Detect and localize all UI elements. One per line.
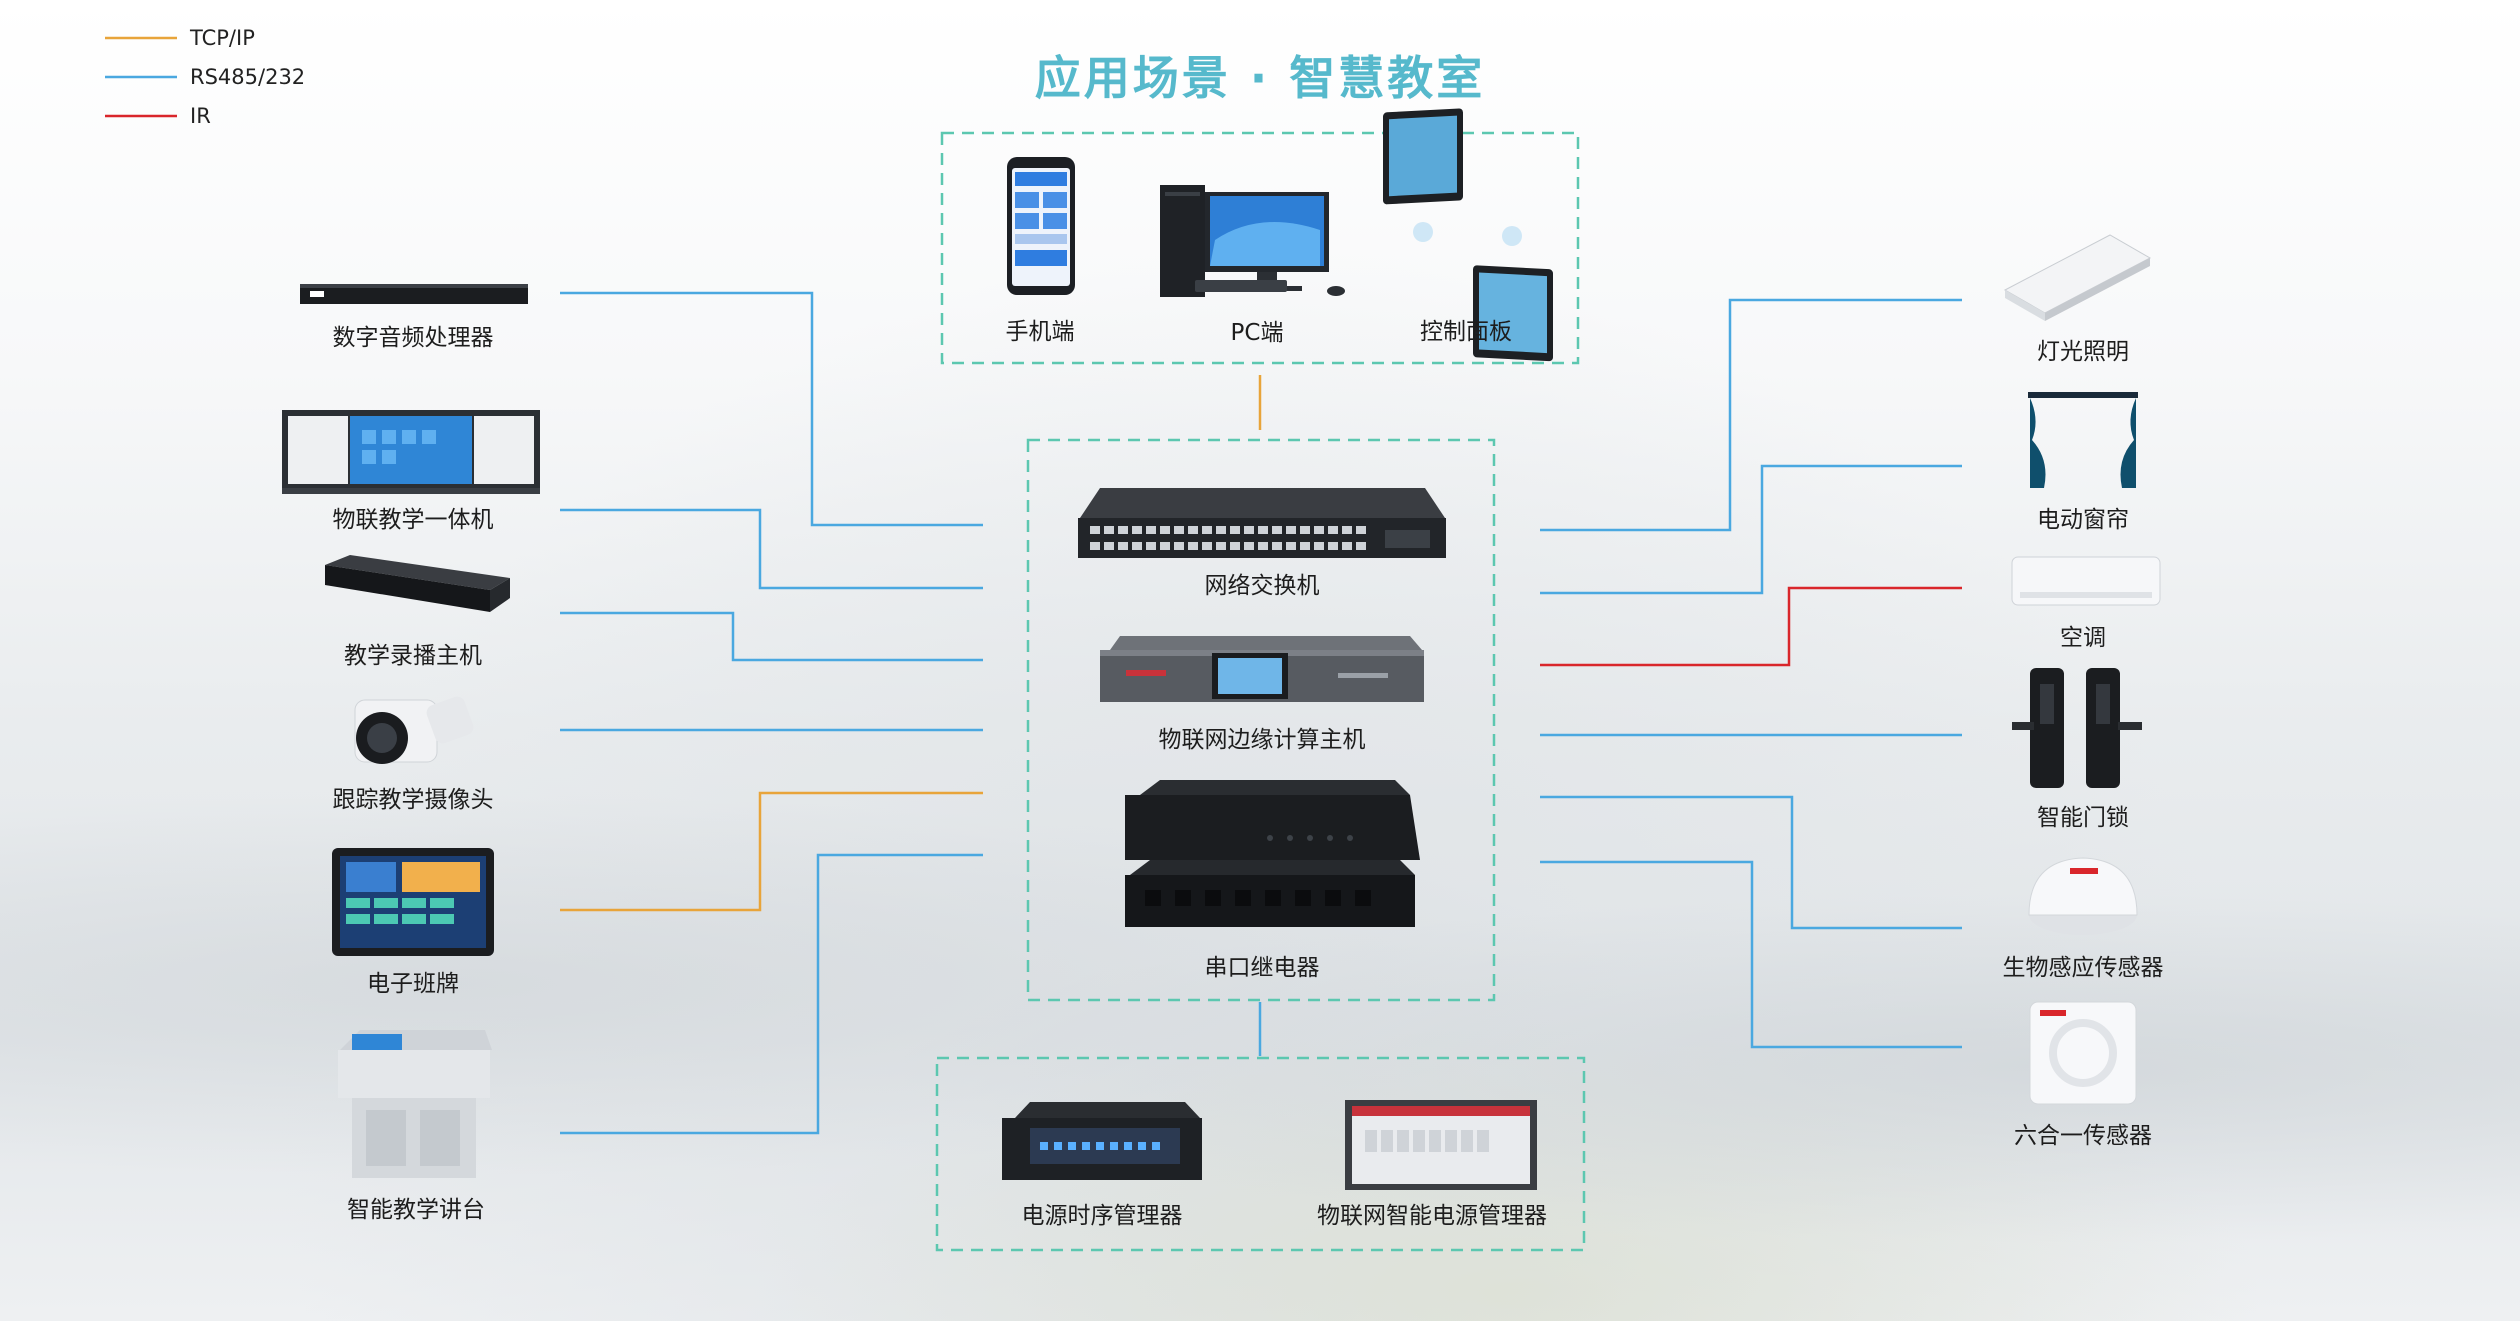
legend-item-rs485: RS485/232 <box>190 65 306 89</box>
label-aircon: 空调 <box>2060 625 2106 651</box>
air-conditioner-icon <box>2011 556 2161 606</box>
phone-icon <box>1007 157 1075 295</box>
pc-icon <box>1160 185 1345 297</box>
page-title: 应用场景 · 智慧教室 <box>1034 51 1486 105</box>
serial-relay-icon <box>1125 780 1420 927</box>
top-group-frame <box>940 131 1580 365</box>
label-tracking-camera: 跟踪教学摄像头 <box>332 787 494 813</box>
label-serial-relay: 串口继电器 <box>1204 955 1320 981</box>
label-phone: 手机端 <box>1005 319 1075 345</box>
label-audio-processor: 数字音频处理器 <box>332 325 494 351</box>
bottom-group-frame <box>935 1056 1586 1252</box>
smart-teaching-board-icon <box>282 410 540 494</box>
lighting-icon <box>2003 234 2152 321</box>
label-lighting: 灯光照明 <box>2037 339 2129 365</box>
smart-door-lock-icon <box>2012 668 2142 788</box>
link-bio-sensor <box>1540 795 1962 930</box>
legend-item-tcp: TCP/IP <box>190 26 255 50</box>
smart-power-manager-icon <box>1345 1100 1537 1190</box>
link-teaching-board <box>560 508 983 590</box>
link-audio-processor <box>560 291 983 527</box>
control-panel-icon <box>1383 108 1553 362</box>
recording-host-icon <box>325 555 510 612</box>
label-teaching-board: 物联教学一体机 <box>332 507 494 533</box>
network-switch-icon <box>1078 488 1446 558</box>
link-podium <box>560 853 983 1135</box>
link-aircon <box>1540 586 1962 667</box>
link-class-board <box>560 791 983 912</box>
curtain-icon <box>2028 392 2138 488</box>
label-door-lock: 智能门锁 <box>2037 805 2129 831</box>
label-network-switch: 网络交换机 <box>1204 573 1320 599</box>
audio-processor-icon <box>300 284 528 304</box>
edge-computing-host-icon <box>1100 636 1424 702</box>
label-curtain: 电动窗帘 <box>2037 507 2129 533</box>
label-six-in-one-sensor: 六合一传感器 <box>2014 1123 2152 1149</box>
label-pc: PC端 <box>1230 320 1284 346</box>
six-in-one-sensor-icon <box>2029 1001 2137 1105</box>
legend-item-ir: IR <box>190 104 211 128</box>
link-six-in-one-sensor <box>1540 860 1962 1049</box>
label-smart-podium: 智能教学讲台 <box>347 1197 485 1223</box>
label-edge-computing-host: 物联网边缘计算主机 <box>1158 727 1366 753</box>
label-control-panel: 控制面板 <box>1420 319 1512 345</box>
label-power-sequencer: 电源时序管理器 <box>1021 1203 1183 1229</box>
tracking-camera-icon <box>354 696 474 764</box>
electronic-class-board-icon <box>332 848 494 956</box>
bio-sensor-icon <box>2028 857 2138 935</box>
link-recording-host <box>560 611 983 662</box>
smart-podium-icon <box>338 1030 492 1178</box>
link-curtain <box>1540 464 1962 595</box>
power-sequencer-icon <box>1002 1102 1202 1180</box>
center-group-frame <box>1026 438 1496 1002</box>
label-bio-sensor: 生物感应传感器 <box>2002 955 2164 981</box>
link-lighting <box>1540 298 1962 532</box>
label-smart-power-manager: 物联网智能电源管理器 <box>1317 1203 1547 1229</box>
label-class-board: 电子班牌 <box>367 971 459 997</box>
label-recording-host: 教学录播主机 <box>344 643 482 669</box>
